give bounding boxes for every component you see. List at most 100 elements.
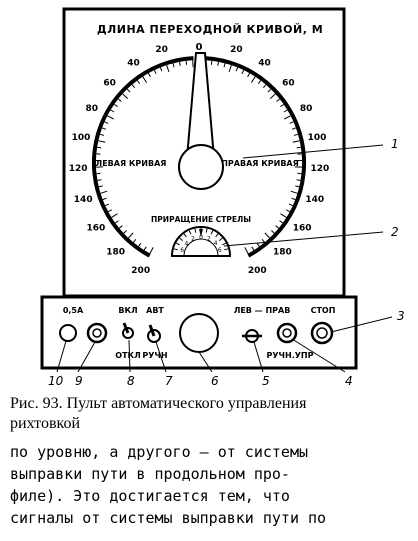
scale-tick bbox=[217, 61, 219, 66]
scale-tick bbox=[149, 247, 154, 254]
gauge-tick bbox=[188, 230, 192, 235]
gauge-tick bbox=[219, 237, 223, 241]
dial-hub bbox=[178, 144, 224, 190]
left-tick-label: 200 bbox=[131, 266, 150, 276]
scale-tick bbox=[131, 84, 136, 89]
left-tick-label: 180 bbox=[106, 248, 125, 258]
scale-tick bbox=[285, 209, 291, 213]
right-tick-label: 80 bbox=[300, 104, 313, 114]
scale-tick bbox=[284, 115, 291, 120]
left-tick-label: 120 bbox=[69, 164, 88, 174]
scale-tick bbox=[110, 109, 115, 113]
scale-tick bbox=[256, 242, 260, 247]
scale-tick bbox=[118, 225, 123, 229]
scale-tick bbox=[159, 67, 163, 72]
stop-button[interactable] bbox=[310, 321, 334, 345]
scale-tick bbox=[107, 115, 114, 120]
right-tick-label: 20 bbox=[230, 45, 243, 55]
callout-8: 8 bbox=[127, 374, 135, 388]
scale-title: ДЛИНА ПЕРЕХОДНОЙ КРИВОЙ, М bbox=[97, 23, 323, 36]
scale-tick bbox=[296, 146, 301, 149]
lower-panel-frame bbox=[40, 295, 358, 370]
callout-2: 2 bbox=[391, 225, 399, 239]
body-line-4: сигналы от системы выправки пути по bbox=[10, 509, 327, 527]
body-line-1: по уровню, а другого — от системы bbox=[10, 443, 309, 461]
right-tick-label: 120 bbox=[311, 164, 330, 174]
scale-tick bbox=[275, 225, 280, 229]
lamp-button[interactable] bbox=[86, 322, 108, 344]
scale-tick bbox=[142, 76, 148, 83]
scale-tick bbox=[262, 84, 267, 89]
scale-tick bbox=[111, 213, 118, 218]
scale-tick bbox=[97, 179, 102, 181]
scale-tick bbox=[264, 232, 270, 239]
gauge-label: 4 bbox=[184, 240, 188, 247]
right-tick-label: 100 bbox=[308, 133, 327, 143]
off-label: ОТКЛ bbox=[115, 351, 140, 360]
callout-1: 1 bbox=[391, 137, 399, 151]
direction-switch[interactable] bbox=[242, 329, 262, 343]
left-curve-label: ЛЕВАЯ КРИВАЯ bbox=[96, 159, 167, 168]
fuse-holder[interactable] bbox=[59, 324, 77, 342]
scale-tick bbox=[223, 63, 226, 68]
large-knob[interactable] bbox=[179, 313, 219, 353]
gauge-tick bbox=[222, 242, 227, 246]
scale-tick bbox=[247, 73, 251, 77]
left-tick-label: 60 bbox=[103, 78, 116, 88]
scale-tick bbox=[295, 185, 300, 188]
scale-tick bbox=[291, 197, 296, 201]
callout-4: 4 bbox=[345, 374, 353, 388]
scale-tick bbox=[98, 140, 106, 143]
manual-control-button[interactable] bbox=[276, 322, 298, 344]
scale-tick bbox=[102, 197, 107, 201]
gauge-tick bbox=[205, 228, 208, 233]
left-tick-label: 160 bbox=[87, 223, 106, 233]
scale-tick bbox=[296, 179, 301, 181]
gauge-tick bbox=[215, 233, 219, 238]
increment-label: ПРИРАЩЕНИЕ СТРЕЛЫ bbox=[151, 215, 251, 224]
dial-arcs bbox=[91, 56, 307, 258]
caption-line-2: рихтовкой bbox=[10, 415, 81, 432]
on-off-toggle[interactable] bbox=[122, 322, 134, 339]
dial-pointer bbox=[185, 52, 216, 159]
callout-5: 5 bbox=[262, 374, 270, 388]
scale-tick bbox=[261, 238, 266, 243]
right-tick-label: 180 bbox=[273, 248, 292, 258]
scale-tick bbox=[105, 203, 110, 207]
scale-tick bbox=[279, 220, 284, 224]
gauge-tick bbox=[224, 248, 229, 251]
left-tick-label: 80 bbox=[86, 104, 99, 114]
callout-3: 3 bbox=[397, 309, 405, 323]
scale-tick bbox=[210, 60, 213, 65]
scale-tick bbox=[172, 63, 175, 68]
gauge-tick bbox=[179, 237, 183, 241]
left-tick-label: 100 bbox=[72, 133, 91, 143]
auto-manual-toggle[interactable] bbox=[147, 324, 161, 343]
stop-label: СТОП bbox=[311, 306, 336, 315]
body-line-3: филе). Это достигается тем, что bbox=[10, 487, 290, 505]
gauge-label: 6 bbox=[180, 247, 184, 254]
scale-tick bbox=[143, 246, 147, 251]
scale-tick bbox=[97, 146, 102, 149]
scale-tick bbox=[235, 67, 239, 72]
scale-tick bbox=[166, 65, 170, 73]
scale-tick bbox=[132, 238, 137, 243]
scale-tick bbox=[257, 80, 262, 84]
scale-tick bbox=[123, 230, 127, 234]
scale-tick bbox=[185, 60, 188, 65]
scale-tick bbox=[280, 103, 284, 108]
scale-tick bbox=[291, 127, 296, 130]
scale-tick bbox=[136, 80, 141, 84]
gauge-label: 0 bbox=[199, 234, 203, 241]
scale-tick bbox=[241, 69, 245, 75]
scale-tick bbox=[107, 209, 113, 213]
scale-tick bbox=[244, 247, 249, 254]
scale-tick bbox=[115, 220, 119, 224]
scale-tick bbox=[250, 76, 256, 83]
right-tick-label: 200 bbox=[248, 266, 267, 276]
gauge-tick bbox=[194, 228, 197, 233]
body-line-2: выправки пути в продольном про- bbox=[10, 465, 290, 483]
gauge-tick bbox=[210, 230, 214, 235]
